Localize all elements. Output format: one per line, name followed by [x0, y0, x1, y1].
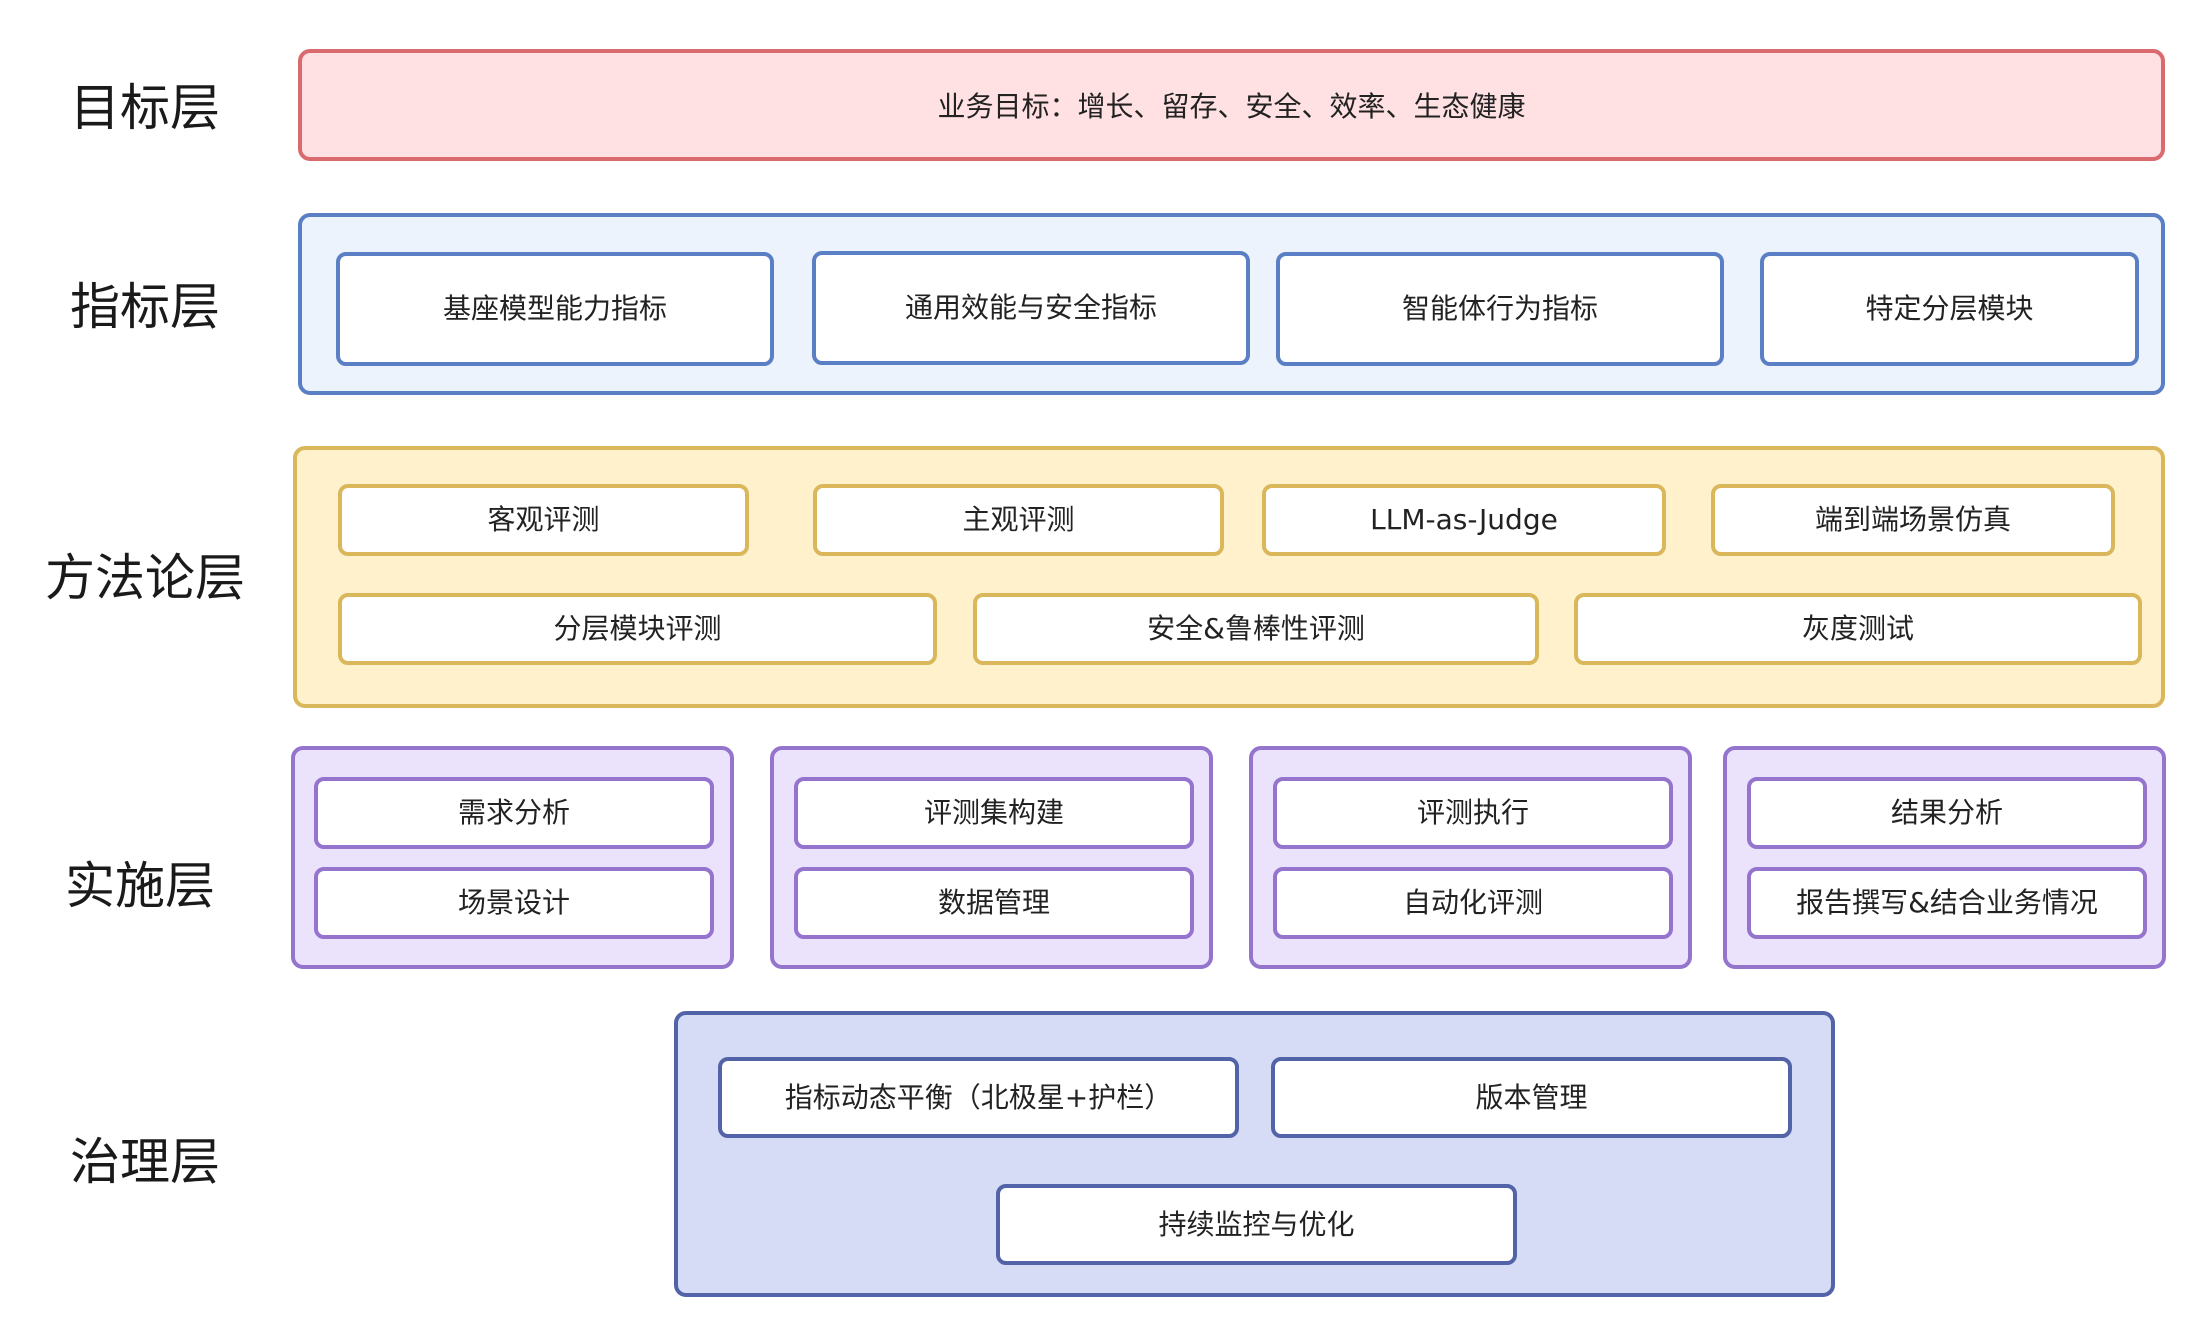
metric-layer: 基座模型能力指标 通用效能与安全指标 智能体行为指标 特定分层模块 [298, 213, 2165, 395]
method-item: 主观评测 [813, 484, 1224, 556]
method-item: 端到端场景仿真 [1711, 484, 2115, 556]
goal-layer: 业务目标：增长、留存、安全、效率、生态健康 [298, 49, 2165, 161]
implementation-item: 数据管理 [794, 867, 1194, 939]
metric-item: 智能体行为指标 [1276, 252, 1724, 366]
method-item: 灰度测试 [1574, 593, 2142, 665]
implementation-item: 场景设计 [314, 867, 714, 939]
method-item: LLM-as-Judge [1262, 484, 1666, 556]
business-goal-text: 业务目标：增长、留存、安全、效率、生态健康 [937, 90, 1526, 123]
metric-layer-label: 指标层 [70, 278, 220, 336]
implementation-layer-label: 实施层 [65, 857, 215, 915]
governance-layer-label: 治理层 [70, 1133, 220, 1191]
implementation-item: 结果分析 [1747, 777, 2147, 849]
method-item: 客观评测 [338, 484, 749, 556]
governance-item: 持续监控与优化 [996, 1184, 1517, 1265]
implementation-group: 评测执行 自动化评测 [1249, 746, 1692, 969]
goal-layer-label: 目标层 [70, 79, 220, 137]
governance-item: 版本管理 [1271, 1057, 1792, 1138]
metric-item: 基座模型能力指标 [336, 252, 774, 366]
governance-layer: 指标动态平衡（北极星+护栏） 版本管理 持续监控与优化 [674, 1011, 1835, 1297]
implementation-item: 自动化评测 [1273, 867, 1673, 939]
method-item: 安全&鲁棒性评测 [973, 593, 1539, 665]
implementation-item: 评测集构建 [794, 777, 1194, 849]
implementation-group: 结果分析 报告撰写&结合业务情况 [1723, 746, 2166, 969]
metric-item: 通用效能与安全指标 [812, 251, 1250, 365]
method-item: 分层模块评测 [338, 593, 937, 665]
governance-item: 指标动态平衡（北极星+护栏） [718, 1057, 1239, 1138]
implementation-item: 评测执行 [1273, 777, 1673, 849]
implementation-group: 评测集构建 数据管理 [770, 746, 1213, 969]
implementation-item: 报告撰写&结合业务情况 [1747, 867, 2147, 939]
methodology-layer: 客观评测 主观评测 LLM-as-Judge 端到端场景仿真 分层模块评测 安全… [293, 446, 2165, 708]
implementation-group: 需求分析 场景设计 [291, 746, 734, 969]
method-layer-label: 方法论层 [45, 549, 245, 607]
metric-item: 特定分层模块 [1760, 252, 2139, 366]
implementation-item: 需求分析 [314, 777, 714, 849]
